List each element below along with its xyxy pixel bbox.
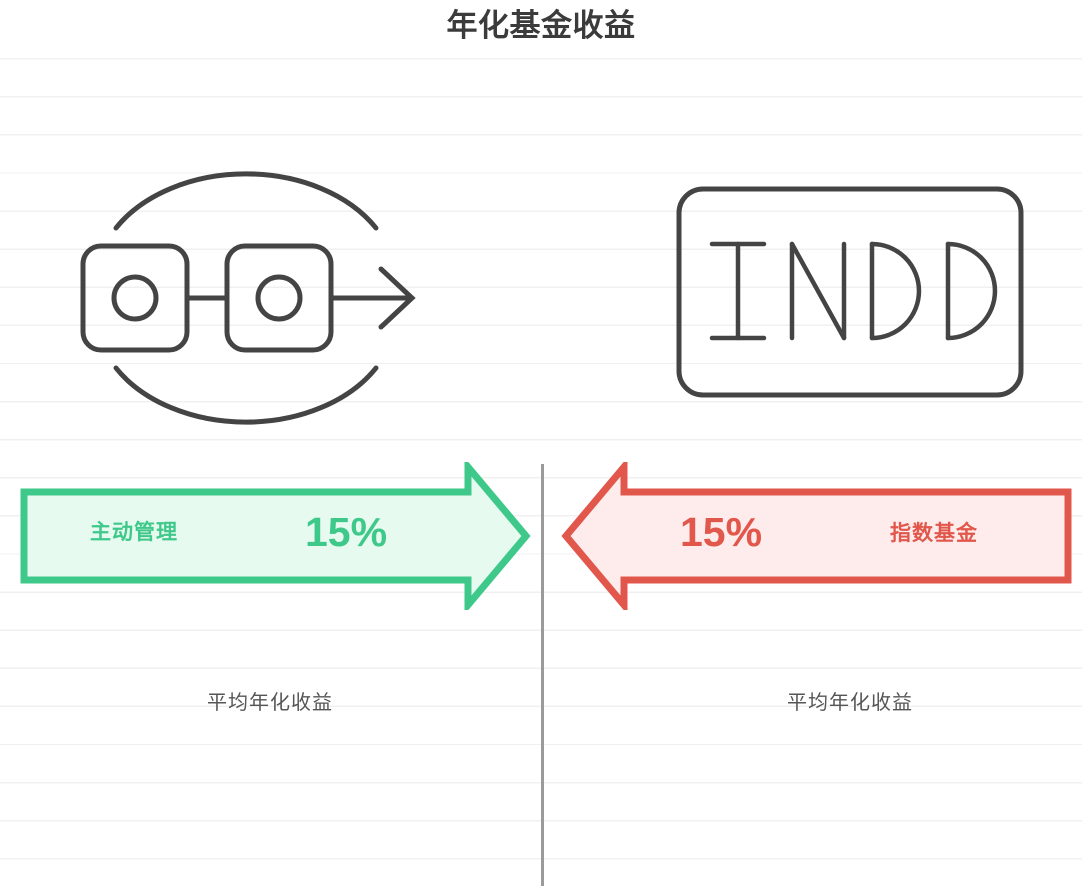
left-arrow-shape (20, 462, 531, 610)
left-caption: 平均年化收益 (207, 692, 333, 714)
right-arrow-label: 指数基金 (890, 522, 978, 545)
center-divider (541, 464, 544, 886)
right-arrow-shape (561, 462, 1072, 610)
indd-card-icon (676, 186, 1024, 403)
right-arrow-value: 15% (680, 509, 763, 555)
right-caption: 平均年化收益 (787, 692, 913, 714)
transfer-sync-icon (76, 128, 428, 473)
left-arrow-value: 15% (305, 509, 388, 555)
indd-card-icon-svg (676, 186, 1024, 398)
transfer-sync-icon-svg (80, 171, 416, 425)
left-arrow-label: 主动管理 (90, 521, 178, 544)
page-title: 年化基金收益 (446, 8, 636, 43)
